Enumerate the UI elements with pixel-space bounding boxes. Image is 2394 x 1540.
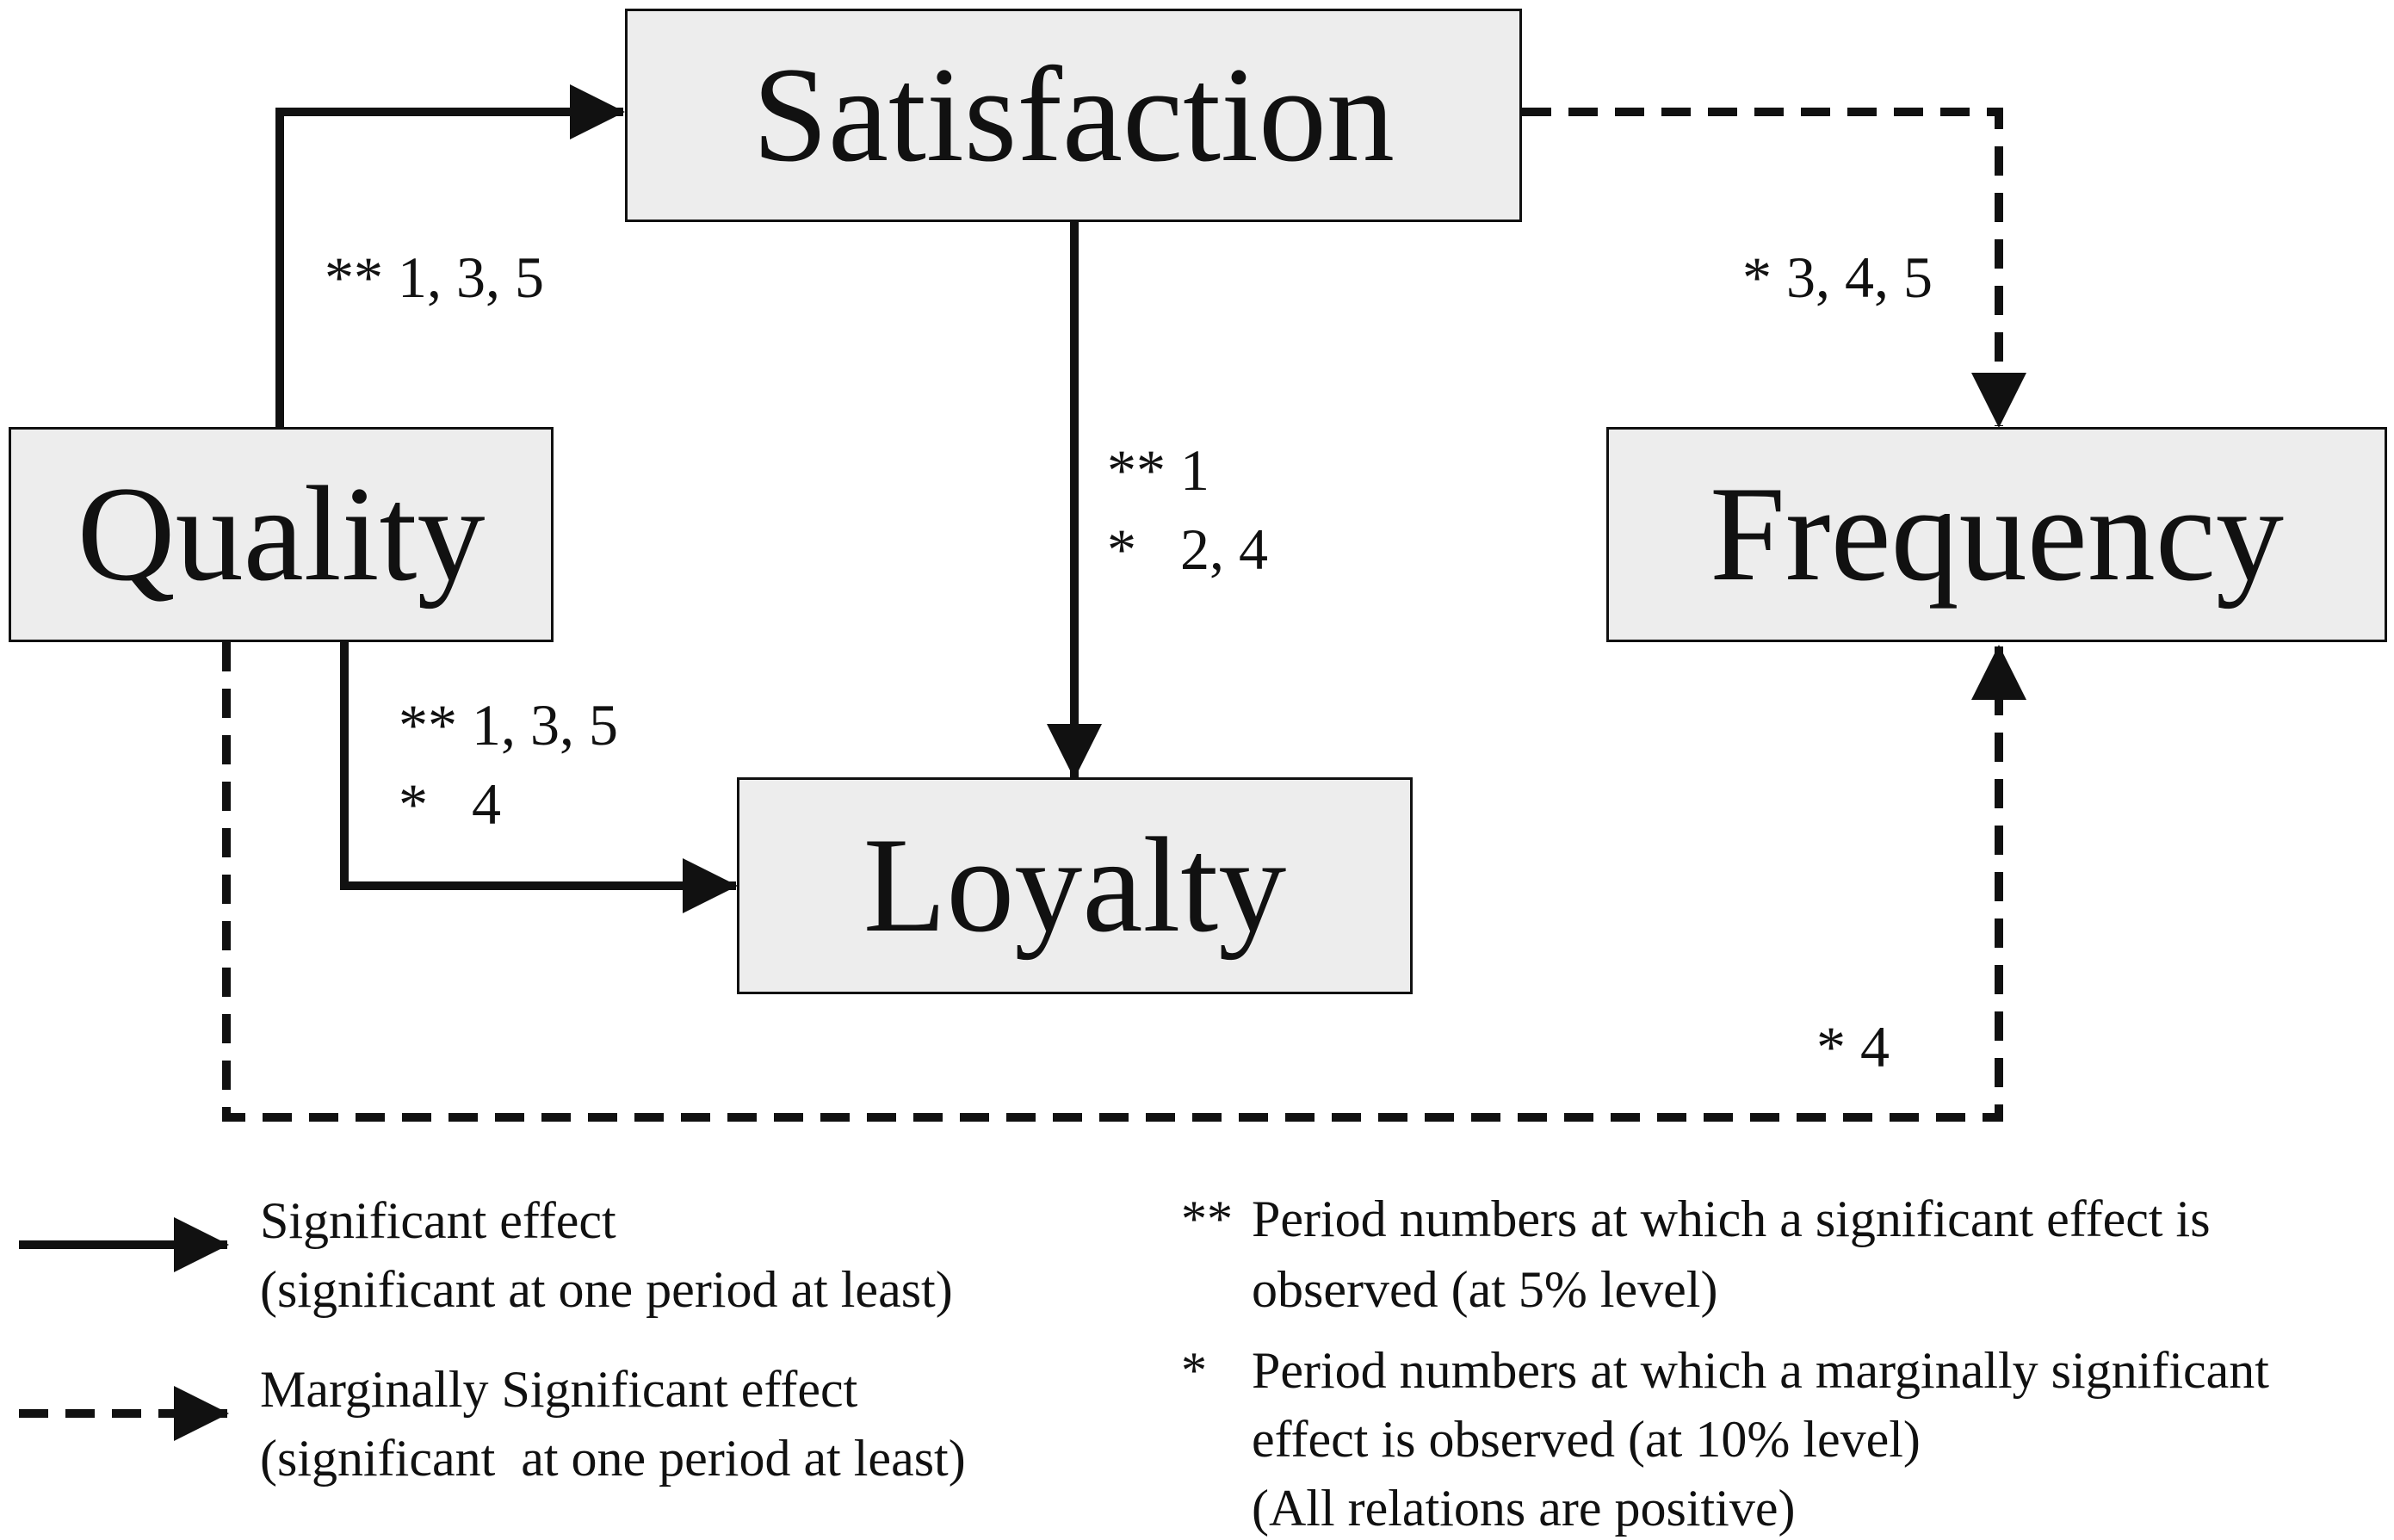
node-loyalty: Loyalty — [737, 777, 1413, 994]
arrow-quality-to-frequency — [222, 642, 2026, 1122]
legend-marginal-line2: effect is observed (at 10% level) — [1252, 1411, 1921, 1468]
node-loyalty-label: Loyalty — [863, 810, 1287, 961]
edge-label-satisfaction-frequency: * 3, 4, 5 — [1742, 244, 1933, 310]
legend-significant-line1: Period numbers at which a significant ef… — [1252, 1191, 2211, 1247]
edge-label-satisfaction-loyalty-significant: ** 1 — [1107, 437, 1209, 503]
legend-dashed-line2: (significant at one period at least) — [260, 1430, 966, 1487]
arrow-satisfaction-to-frequency — [1522, 108, 2026, 428]
edge-label-quality-loyalty-significant: ** 1, 3, 5 — [399, 692, 618, 758]
arrow-quality-to-satisfaction — [275, 84, 625, 427]
node-quality: Quality — [9, 427, 554, 642]
edge-label-quality-loyalty-marginal: * 4 — [399, 771, 501, 837]
edge-label-quality-frequency: * 4 — [1816, 1014, 1890, 1079]
edge-label-satisfaction-loyalty-marginal: * 2, 4 — [1107, 516, 1268, 582]
legend-significant-marker: ** — [1181, 1191, 1233, 1247]
node-frequency: Frequency — [1606, 427, 2387, 642]
node-satisfaction-label: Satisfaction — [752, 40, 1395, 190]
legend-significant-line2: observed (at 5% level) — [1252, 1261, 1718, 1318]
legend-marginal-line1: Period numbers at which a marginally sig… — [1252, 1342, 2269, 1399]
node-frequency-label: Frequency — [1710, 459, 2284, 609]
node-satisfaction: Satisfaction — [625, 9, 1522, 222]
legend-solid-line2: (significant at one period at least) — [260, 1261, 953, 1318]
legend-marginal-marker: * — [1181, 1342, 1207, 1399]
node-quality-label: Quality — [77, 459, 486, 609]
arrow-quality-to-loyalty — [340, 642, 738, 913]
legend-solid-line1: Significant effect — [260, 1192, 616, 1249]
legend-dashed-line1: Marginally Significant effect — [260, 1361, 858, 1418]
edge-label-quality-satisfaction: ** 1, 3, 5 — [325, 244, 544, 310]
legend-note: (All relations are positive) — [1252, 1480, 1796, 1537]
